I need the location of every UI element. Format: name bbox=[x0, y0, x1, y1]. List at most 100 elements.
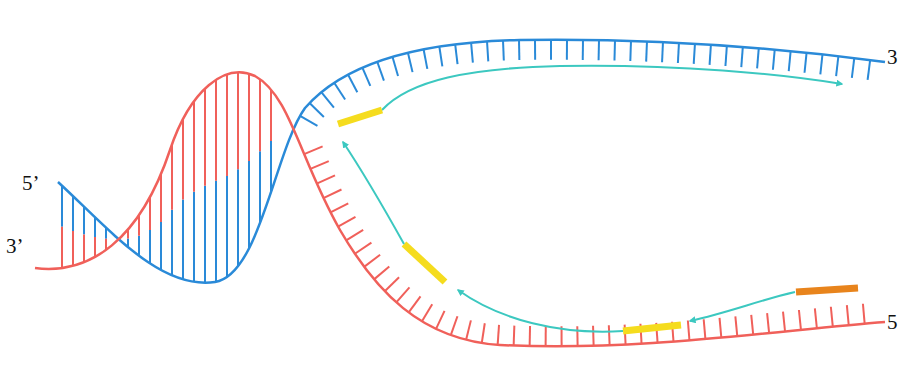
base bbox=[471, 43, 473, 63]
base bbox=[374, 266, 389, 279]
okazaki-fragment bbox=[343, 142, 404, 244]
strand-end-label: 3’ bbox=[6, 236, 24, 257]
base bbox=[408, 53, 413, 72]
base bbox=[566, 40, 568, 60]
base bbox=[678, 43, 679, 63]
strand-end-label: 5’ bbox=[22, 173, 40, 194]
base bbox=[613, 41, 616, 61]
base bbox=[482, 323, 485, 343]
base-pair bbox=[83, 207, 85, 235]
base-pair bbox=[61, 185, 63, 226]
base bbox=[608, 325, 611, 345]
base-pair bbox=[259, 79, 261, 151]
base bbox=[805, 53, 807, 73]
base bbox=[720, 318, 722, 338]
leading-strand bbox=[382, 66, 842, 110]
base bbox=[355, 243, 372, 254]
base bbox=[868, 60, 871, 80]
base bbox=[751, 315, 753, 335]
base bbox=[396, 287, 409, 302]
base bbox=[629, 41, 632, 61]
base bbox=[487, 41, 488, 61]
base bbox=[321, 92, 334, 108]
base bbox=[310, 103, 324, 117]
base-pair bbox=[182, 119, 184, 199]
base bbox=[815, 308, 817, 328]
base bbox=[598, 40, 600, 60]
base-pair bbox=[83, 234, 85, 262]
base-pair bbox=[215, 181, 217, 282]
base-pair bbox=[215, 80, 217, 181]
okazaki-fragment bbox=[458, 290, 623, 332]
base-pair bbox=[226, 75, 228, 176]
base bbox=[767, 313, 769, 333]
base-pair bbox=[204, 89, 206, 186]
base bbox=[694, 44, 695, 64]
base bbox=[385, 277, 399, 291]
base bbox=[409, 296, 421, 312]
base-pair bbox=[94, 237, 96, 257]
base bbox=[847, 305, 849, 325]
base-pairs bbox=[62, 72, 271, 282]
base-pair bbox=[248, 161, 250, 248]
base bbox=[757, 48, 759, 68]
base bbox=[836, 56, 838, 76]
base bbox=[346, 230, 363, 241]
base bbox=[582, 40, 584, 60]
base-pair bbox=[171, 210, 173, 276]
base bbox=[529, 326, 531, 346]
base bbox=[422, 304, 432, 321]
base bbox=[502, 41, 505, 61]
base bbox=[466, 320, 471, 339]
base-pair bbox=[138, 215, 140, 235]
base bbox=[863, 304, 865, 324]
base bbox=[799, 310, 801, 330]
base bbox=[576, 326, 578, 346]
template-strand-red bbox=[35, 72, 885, 346]
base bbox=[317, 175, 335, 183]
template-strand-blue bbox=[58, 40, 885, 283]
base-pair bbox=[237, 72, 239, 169]
base bbox=[773, 50, 775, 70]
base bbox=[362, 68, 370, 86]
base bbox=[820, 54, 822, 74]
base-pair bbox=[248, 74, 250, 161]
base bbox=[455, 44, 457, 64]
base bbox=[498, 325, 499, 345]
base-pair bbox=[270, 141, 272, 192]
base bbox=[436, 311, 444, 329]
base-pair bbox=[149, 197, 151, 230]
base bbox=[789, 51, 791, 71]
strand-end-label: 5 bbox=[887, 312, 898, 333]
base-pair bbox=[160, 222, 162, 270]
base bbox=[451, 316, 458, 335]
base-pair bbox=[193, 192, 195, 282]
base bbox=[688, 321, 690, 341]
base bbox=[534, 40, 536, 60]
base-pair bbox=[226, 176, 228, 277]
base bbox=[334, 83, 345, 100]
base bbox=[424, 49, 428, 69]
base bbox=[392, 57, 398, 76]
base-pair bbox=[204, 186, 206, 283]
base-pair bbox=[94, 217, 96, 237]
base bbox=[518, 40, 520, 60]
base bbox=[348, 75, 357, 93]
base bbox=[364, 255, 380, 267]
primer bbox=[338, 110, 382, 124]
bases bbox=[300, 40, 870, 347]
base bbox=[545, 326, 547, 346]
base-pair bbox=[61, 227, 63, 268]
base bbox=[704, 319, 706, 339]
primer bbox=[796, 288, 858, 292]
base bbox=[377, 62, 384, 81]
base bbox=[439, 47, 442, 67]
base bbox=[304, 146, 322, 154]
base-pair bbox=[237, 169, 239, 266]
base-pair bbox=[72, 196, 74, 231]
base-pair bbox=[270, 89, 272, 140]
base bbox=[735, 316, 737, 336]
base bbox=[661, 42, 664, 62]
